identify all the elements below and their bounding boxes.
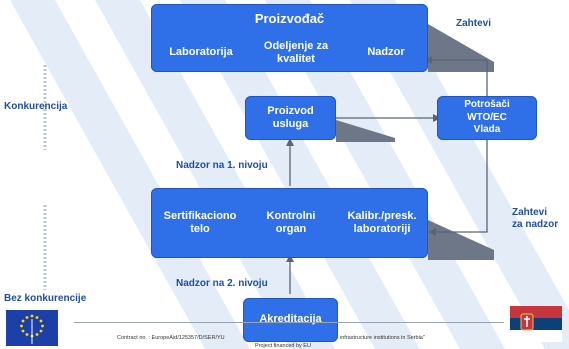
label-supervision-level-1: Nadzor na 1. nivoju (176, 160, 268, 171)
product-service-label: Proizvod usluga (267, 105, 314, 130)
eu-flag-icon (6, 310, 58, 346)
label-requirements: Zahtevi (456, 18, 492, 29)
serbia-flag-icon (510, 306, 562, 342)
footer-financed: Project financed by EU (255, 343, 311, 349)
consumers-label: Potrošači WTO/EC Vlada (464, 99, 510, 135)
label-competition: Konkurencija (4, 101, 68, 112)
inspection-body-label: Kontrolni organ (266, 210, 316, 235)
footer-divider (74, 322, 504, 323)
certification-body-label: Sertifikaciono telo (163, 210, 237, 235)
producer-item-supervision: Nadzor (367, 46, 405, 58)
producer-title: Proizvođač (254, 11, 325, 26)
accreditation-box: Akreditacija (243, 298, 338, 342)
label-supervision-level-2: Nadzor na 2. nivoju (176, 278, 268, 289)
consumers-box: Potrošači WTO/EC Vlada (437, 96, 537, 140)
label-no-competition: Bez konkurencije (4, 293, 87, 304)
footer-contract-tail: infrastructure institutions in Serbia" (340, 335, 425, 341)
accreditation-label: Akreditacija (259, 313, 322, 325)
conformity-bodies-box: Sertifikaciono telo Kontrolni organ Kali… (151, 188, 428, 258)
footer-contract: Contract no. : EuropeAid/125357/D/SER/YU (117, 335, 225, 341)
producer-item-lab: Laboratorija (169, 46, 233, 58)
producer-box: Proizvođač Laboratorija Odeljenje za kva… (151, 4, 428, 72)
label-supervision-requirements: Zahtevi za nadzor (512, 207, 559, 230)
product-service-box: Proizvod usluga (245, 96, 336, 140)
calibration-labs-label: Kalibr./presk. laboratoriji (347, 210, 417, 235)
producer-item-quality: Odeljenje za kvalitet (263, 40, 329, 65)
